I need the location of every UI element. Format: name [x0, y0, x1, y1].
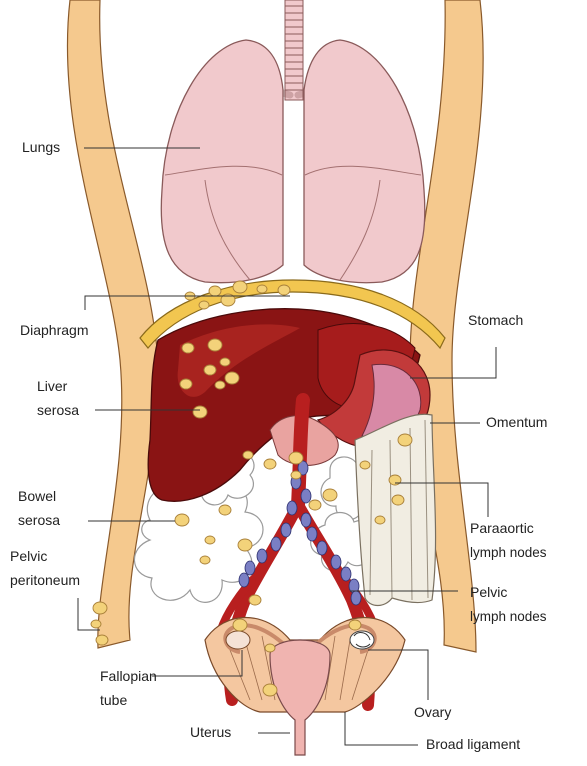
tumour-deposit: [182, 343, 194, 353]
lymph-node: [301, 513, 311, 527]
label-ovary: Ovary: [414, 704, 451, 721]
label-lungs: Lungs: [22, 139, 60, 156]
tumour-deposit: [180, 379, 192, 389]
lymph-node: [341, 567, 351, 581]
tumour-deposit: [323, 489, 337, 501]
right-lung: [304, 40, 425, 283]
label-broad-ligament: Broad ligament: [426, 736, 520, 753]
label-pelvic-peritoneum-line2: peritoneum: [10, 572, 80, 589]
label-paraaortic-line2: lymph nodes: [470, 544, 547, 561]
tumour-deposit: [199, 301, 209, 309]
tumour-deposit: [263, 684, 277, 696]
tumour-deposit: [204, 365, 216, 375]
tumour-deposit: [238, 539, 252, 551]
label-stomach: Stomach: [468, 312, 523, 329]
tumour-deposit: [265, 644, 275, 652]
tumour-deposit: [249, 595, 261, 605]
lymph-node: [317, 541, 327, 555]
left-lung: [161, 40, 283, 283]
label-fallopian-line1: Fallopian: [100, 668, 157, 685]
label-pelvic-peritoneum-line1: Pelvic: [10, 548, 47, 565]
label-liver-line2: serosa: [37, 402, 79, 419]
tumour-deposit: [225, 372, 239, 384]
label-omentum: Omentum: [486, 414, 547, 431]
tumour-deposit: [96, 635, 108, 645]
lymph-node: [271, 537, 281, 551]
tumour-deposit: [375, 516, 385, 524]
tumour-deposit: [215, 381, 225, 389]
tumour-deposit: [349, 620, 361, 630]
tumour-deposit: [309, 500, 321, 510]
tumour-deposit: [233, 619, 247, 631]
lymph-node: [239, 573, 249, 587]
lymph-node: [287, 501, 297, 515]
omentum: [355, 414, 436, 605]
label-uterus: Uterus: [190, 724, 231, 741]
label-fallopian-line2: tube: [100, 692, 127, 709]
tumour-deposit: [208, 339, 222, 351]
tumour-deposit: [278, 285, 290, 295]
tumour-deposit: [220, 358, 230, 366]
tumour-deposit: [392, 495, 404, 505]
tumour-deposit: [219, 505, 231, 515]
tumour-deposit: [91, 620, 101, 628]
lymph-node: [307, 527, 317, 541]
uterus: [270, 640, 330, 755]
tumour-deposit: [291, 471, 301, 479]
tumour-deposit: [257, 285, 267, 293]
tumour-deposit: [243, 451, 253, 459]
tumour-deposit: [205, 536, 215, 544]
lymph-node: [351, 591, 361, 605]
tumour-deposit: [264, 459, 276, 469]
tumour-deposit: [209, 286, 221, 296]
lymph-node: [281, 523, 291, 537]
lymph-node: [331, 555, 341, 569]
label-diaphragm: Diaphragm: [20, 322, 88, 339]
lymph-node: [301, 489, 311, 503]
tumour-deposit: [193, 406, 207, 418]
lymph-node: [245, 561, 255, 575]
tumour-deposit: [93, 602, 107, 614]
tumour-deposit: [233, 281, 247, 293]
lymph-node: [257, 549, 267, 563]
tumour-deposit: [175, 514, 189, 526]
left-ovary: [226, 631, 250, 649]
tumour-deposit: [289, 452, 303, 464]
tumour-deposit: [360, 461, 370, 469]
label-bowel-line2: serosa: [18, 512, 60, 529]
label-pelvic-lymph-line2: lymph nodes: [470, 608, 547, 625]
tumour-deposit: [200, 556, 210, 564]
leader-broad-ligament: [345, 712, 418, 745]
label-liver-line1: Liver: [37, 378, 67, 395]
tumour-deposit: [398, 434, 412, 446]
label-paraaortic-line1: Paraaortic: [470, 520, 534, 537]
label-pelvic-lymph-line1: Pelvic: [470, 584, 507, 601]
right-ovary: [350, 631, 374, 649]
label-bowel-line1: Bowel: [18, 488, 56, 505]
